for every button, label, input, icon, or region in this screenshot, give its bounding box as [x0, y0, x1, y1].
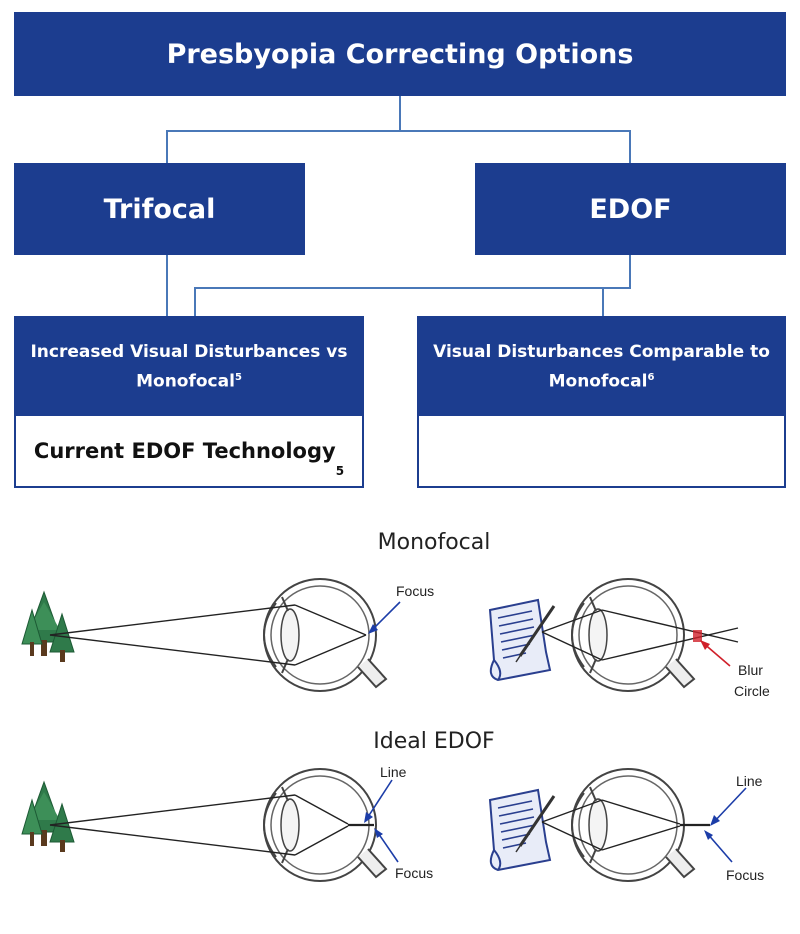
connector — [629, 130, 631, 163]
connector — [166, 255, 168, 316]
footnote: 5 — [335, 464, 345, 478]
line-label: Line — [380, 764, 407, 780]
edof-outcome-box: Visual Disturbances Comparable to Monofo… — [417, 316, 786, 488]
header-text: Monofocal — [548, 371, 648, 392]
edof-box: EDOF — [475, 163, 786, 255]
connector — [166, 130, 631, 132]
header-line: Monofocal5 — [136, 365, 242, 395]
edof-outcome-header: Visual Disturbances Comparable to Monofo… — [419, 318, 784, 416]
document-icon — [488, 598, 556, 682]
ideal-near-diagram: Line Focus — [488, 768, 764, 883]
circle-label: Circle — [734, 683, 770, 699]
connector — [194, 287, 631, 289]
trifocal-outcome-box: Increased Visual Disturbances vs Monofoc… — [14, 316, 364, 488]
connector — [629, 255, 631, 288]
blur-label: Blur — [738, 662, 763, 678]
monofocal-distance-diagram: Focus — [21, 578, 434, 692]
focus-label: Focus — [396, 583, 434, 599]
eye-icon — [571, 578, 695, 692]
monofocal-label: Monofocal — [377, 530, 491, 555]
eye-icon — [571, 768, 695, 882]
header-line: Increased Visual Disturbances vs — [30, 342, 348, 363]
footnote: 5 — [234, 372, 242, 384]
footnote: 6 — [647, 372, 655, 384]
trifocal-box: Trifocal — [14, 163, 305, 255]
footer-text: Current EDOF Technology — [33, 439, 336, 463]
ideal-edof-label: Ideal EDOF — [373, 729, 495, 754]
header-line: Monofocal6 — [549, 365, 655, 395]
connector — [399, 96, 401, 131]
focus-label: Focus — [726, 867, 764, 883]
line-label: Line — [736, 773, 763, 789]
tree-icon — [21, 591, 75, 663]
ideal-distance-diagram: Line Focus — [21, 764, 433, 882]
title-text: Presbyopia Correcting Options — [166, 38, 634, 70]
connector — [602, 287, 604, 316]
header-line: Visual Disturbances Comparable to — [433, 342, 770, 363]
connector — [194, 287, 196, 316]
header-text: Monofocal — [136, 371, 235, 392]
focus-label: Focus — [395, 865, 433, 881]
connector — [166, 130, 168, 163]
trifocal-outcome-header: Increased Visual Disturbances vs Monofoc… — [16, 318, 362, 416]
eye-icon — [263, 578, 387, 692]
document-icon — [488, 788, 556, 872]
trifocal-text: Trifocal — [103, 193, 216, 225]
title-box: Presbyopia Correcting Options — [14, 12, 786, 96]
tree-icon — [21, 781, 75, 853]
edof-text: EDOF — [589, 193, 672, 225]
monofocal-near-diagram: Blur Circle — [488, 578, 770, 699]
edof-outcome-footer — [419, 416, 784, 486]
